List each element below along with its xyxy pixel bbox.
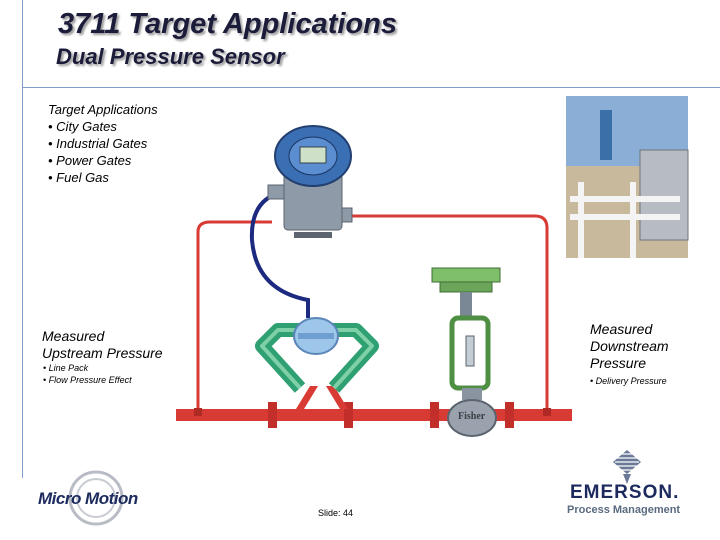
list-item: • Line Pack	[43, 363, 89, 373]
slide-title: 3711 Target Applications	[58, 8, 397, 40]
list-item: • Industrial Gates	[48, 136, 148, 151]
transmitter-base	[294, 232, 332, 238]
emerson-tagline: Process Management	[567, 504, 681, 516]
pipe-flange	[268, 402, 277, 428]
valve-brand-label: Fisher	[458, 411, 486, 422]
signal-cable	[249, 190, 310, 318]
upstream-label-line: Measured	[42, 328, 105, 344]
sensor-band	[298, 333, 334, 339]
valve-body	[447, 399, 497, 437]
transmitter-port	[267, 184, 285, 200]
upstream-impulse-line	[196, 220, 272, 412]
list-item: • City Gates	[48, 119, 117, 134]
upstream-label-line: Upstream Pressure	[42, 345, 163, 361]
applications-heading: Target Applications	[48, 102, 158, 117]
valve-actuator-bottom	[439, 281, 493, 293]
flow-tube-tee	[326, 386, 348, 409]
list-item: • Fuel Gas	[48, 170, 109, 185]
horizontal-rule	[22, 87, 720, 88]
downstream-label-line: Pressure	[590, 355, 647, 371]
valve-actuator-top	[431, 267, 501, 283]
downstream-impulse-line	[350, 214, 549, 412]
flow-tube-tee	[296, 386, 318, 409]
pipe-flange	[505, 402, 514, 428]
valve-stem	[460, 292, 472, 318]
list-item: • Power Gates	[48, 153, 132, 168]
micro-motion-seal	[68, 470, 124, 526]
list-item: • Flow Pressure Effect	[43, 375, 132, 385]
pipe-flange	[430, 402, 439, 428]
downstream-label-line: Downstream	[590, 338, 669, 354]
downstream-bullets: • Delivery Pressure	[590, 375, 667, 387]
vertical-rule	[22, 0, 23, 478]
upstream-label: Measured Upstream Pressure	[42, 328, 163, 362]
valve-spindle	[465, 335, 475, 367]
applications-list: Target Applications • City Gates • Indus…	[48, 101, 158, 186]
list-item: • Delivery Pressure	[590, 376, 667, 386]
transmitter-port	[341, 207, 353, 223]
slide-number: Slide: 44	[318, 508, 354, 518]
tap-fitting	[543, 408, 551, 416]
downstream-label-line: Measured	[590, 321, 653, 337]
slide-subtitle: Dual Pressure Sensor	[56, 44, 285, 69]
emerson-globe-icon	[613, 450, 641, 484]
emerson-logo: EMERSON.	[570, 482, 680, 503]
transmitter-display	[299, 146, 327, 164]
valve-bonnet	[462, 388, 482, 400]
tap-fitting	[194, 408, 202, 416]
downstream-label: Measured Downstream Pressure	[590, 321, 669, 372]
pipe-flange	[344, 402, 353, 428]
field-photo	[566, 96, 689, 258]
upstream-bullets: • Line Pack • Flow Pressure Effect	[43, 362, 132, 386]
micro-motion-logo: Micro Motion	[38, 489, 138, 508]
